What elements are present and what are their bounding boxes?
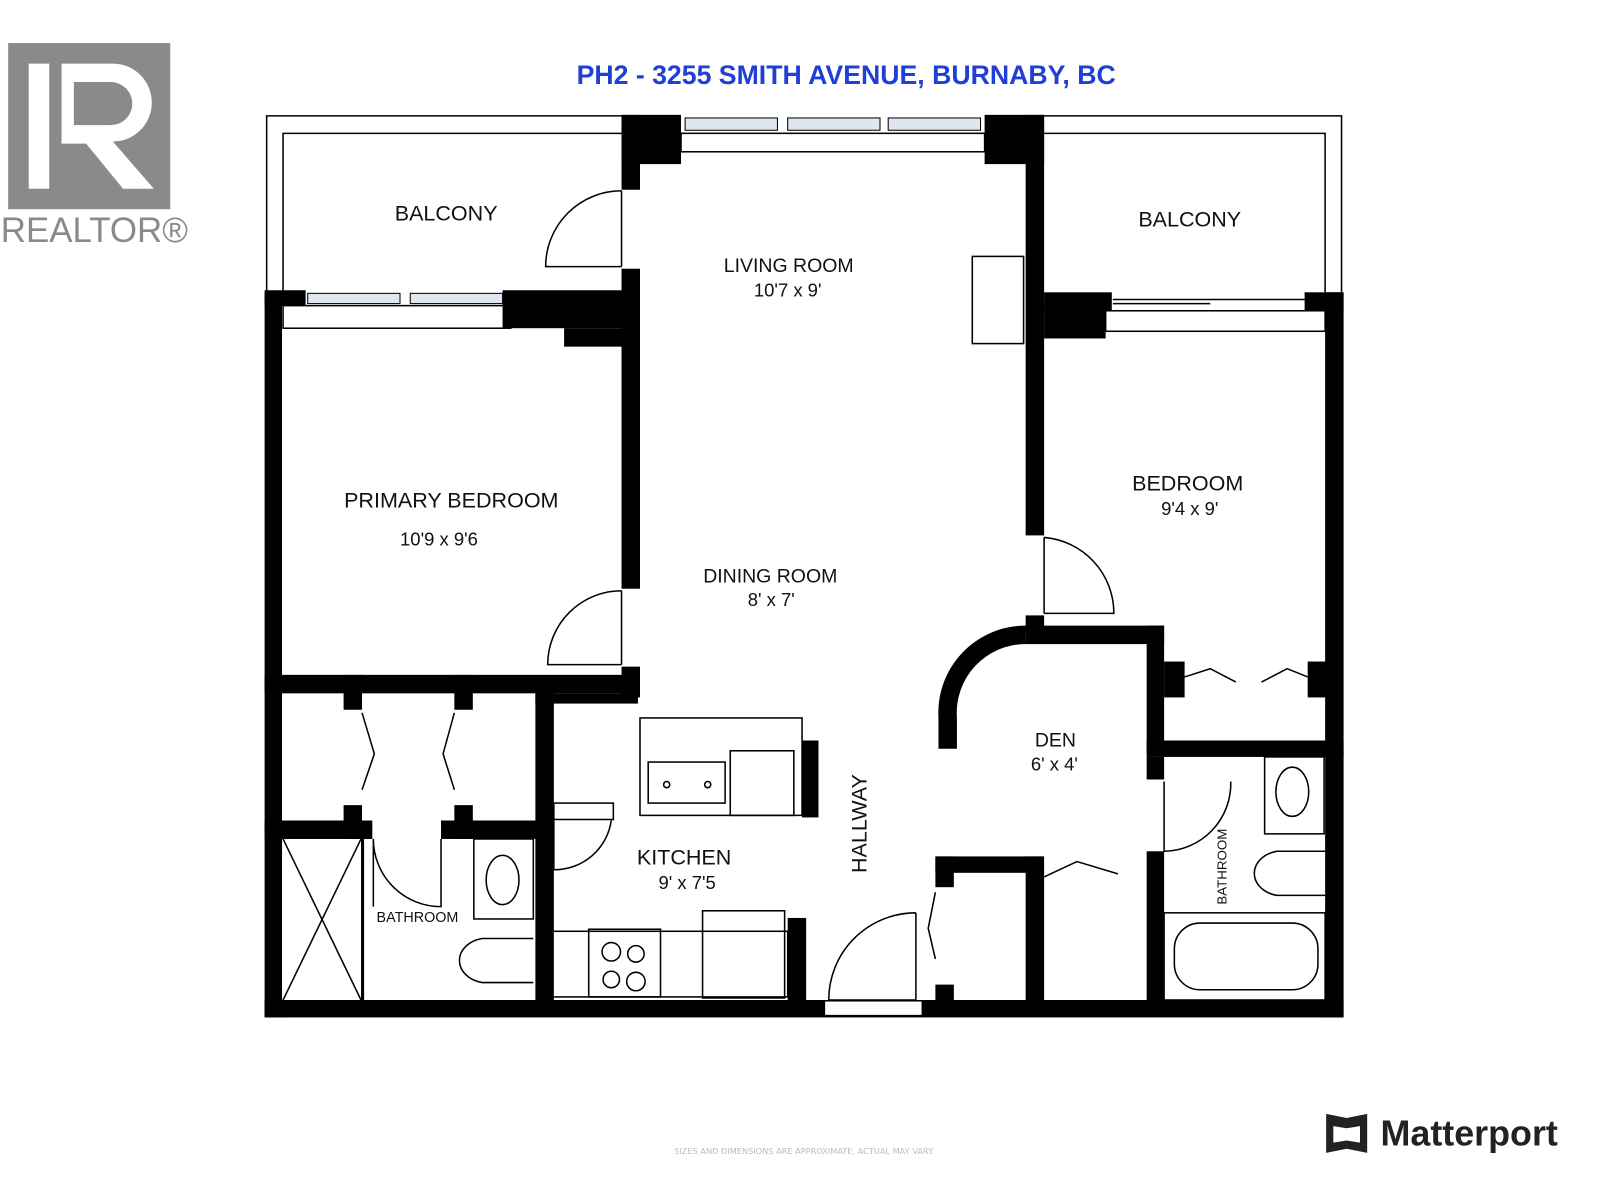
room-bathroom-primary: BATHROOM bbox=[377, 910, 459, 926]
room-den: DEN bbox=[1035, 730, 1076, 752]
room-primary-bedroom-dims: 10'9 x 9'6 bbox=[400, 529, 478, 550]
fixtures bbox=[282, 255, 1326, 1001]
room-balcony-right: BALCONY bbox=[1138, 208, 1241, 232]
room-kitchen-dims: 9' x 7'5 bbox=[659, 872, 716, 893]
room-bedroom: BEDROOM bbox=[1132, 471, 1243, 495]
walls bbox=[264, 114, 1344, 1018]
doors bbox=[361, 190, 1308, 1001]
balcony-outlines bbox=[265, 115, 1343, 293]
page-title: PH2 - 3255 SMITH AVENUE, BURNABY, BC bbox=[577, 60, 1116, 90]
room-kitchen: KITCHEN bbox=[637, 846, 731, 870]
room-den-dims: 6' x 4' bbox=[1031, 753, 1078, 774]
realtor-logo: REALTOR® bbox=[1, 43, 188, 250]
matterport-logo-text: Matterport bbox=[1381, 1114, 1558, 1154]
matterport-logo: Matterport bbox=[1326, 1114, 1558, 1154]
room-dining-room: DINING ROOM bbox=[703, 566, 837, 588]
room-bedroom-dims: 9'4 x 9' bbox=[1161, 498, 1218, 519]
windows bbox=[282, 117, 1326, 1016]
room-dining-room-dims: 8' x 7' bbox=[748, 589, 795, 610]
room-living-room: LIVING ROOM bbox=[724, 255, 854, 277]
room-living-room-dims: 10'7 x 9' bbox=[754, 279, 822, 300]
room-balcony-left: BALCONY bbox=[395, 202, 498, 226]
room-labels: BALCONY LIVING ROOM 10'7 x 9' BALCONY PR… bbox=[344, 202, 1243, 927]
disclaimer: SIZES AND DIMENSIONS ARE APPROXIMATE, AC… bbox=[674, 1146, 934, 1156]
room-bathroom-second: BATHROOM bbox=[1215, 829, 1230, 905]
room-primary-bedroom: PRIMARY BEDROOM bbox=[344, 489, 558, 513]
room-hallway: HALLWAY bbox=[848, 774, 872, 873]
realtor-logo-text: REALTOR® bbox=[1, 211, 188, 250]
